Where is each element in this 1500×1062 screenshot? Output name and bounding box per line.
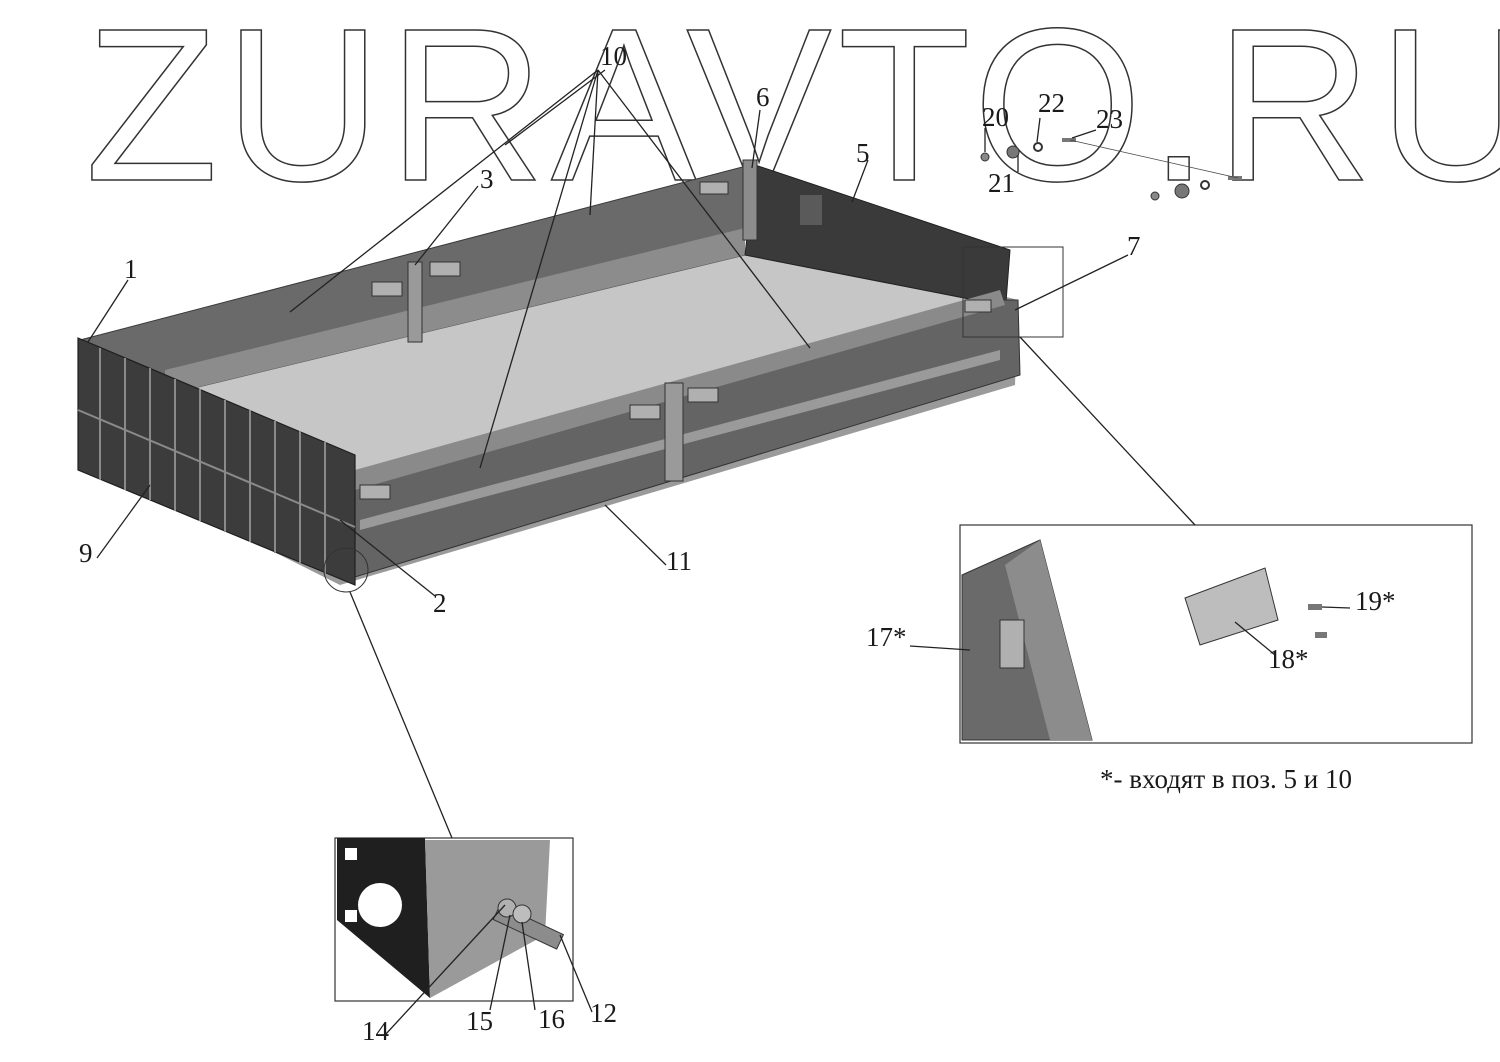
inset-board-face [1005, 540, 1092, 740]
callout-2: 2 [433, 588, 447, 618]
inset-lock [999, 619, 1025, 669]
callout-16: 16 [538, 1004, 565, 1034]
side-board-far-inner [165, 228, 745, 395]
callout-11: 11 [666, 546, 692, 576]
inset-bracket-hole [358, 883, 402, 927]
callout-1: 1 [124, 254, 138, 284]
nut-20 [980, 152, 990, 162]
inset-screw-1 [1308, 604, 1322, 610]
callout-18: 18* [1268, 644, 1309, 674]
callout-7: 7 [1127, 231, 1141, 261]
detail-locator-box [962, 246, 1064, 338]
leader-lines [87, 69, 1351, 1036]
fastener-parts [980, 138, 1242, 201]
callout-21: 21 [988, 168, 1015, 198]
inset-hinge-plate [1184, 567, 1279, 646]
detail-locator-circle [323, 547, 369, 593]
callout-5: 5 [856, 138, 870, 168]
board-locks [359, 181, 992, 500]
tailgate-crossbar [77, 409, 356, 528]
callout-14: 14 [362, 1016, 390, 1046]
front-board-perforation [800, 195, 822, 225]
side-stake-near [664, 382, 684, 482]
callout-19: 19* [1355, 586, 1396, 616]
side-stake-far [407, 261, 423, 343]
footnote-text: *- входят в поз. 5 и 10 [1100, 764, 1352, 794]
tailgate [77, 337, 356, 586]
inset-screw-2 [1315, 632, 1327, 638]
detail-inset-hinge [959, 524, 1473, 744]
callout-17: 17* [866, 622, 907, 652]
front-corner-post [742, 159, 758, 241]
callout-15: 15 [466, 1006, 493, 1036]
callout-23: 23 [1096, 104, 1123, 134]
truck-body-assembly [77, 159, 1021, 586]
callout-9: 9 [79, 538, 93, 568]
bushing-21b [1174, 183, 1190, 199]
inset-bracket-slot-2 [345, 910, 357, 922]
callout-labels: 10 6 5 3 1 7 9 11 2 20 21 22 23 17* 18* … [79, 41, 1396, 1046]
tailgate-ribs [99, 348, 326, 574]
callout-22: 22 [1038, 88, 1065, 118]
callout-20: 20 [982, 102, 1009, 132]
detail-inset-bracket [334, 837, 574, 1002]
inset-nut-16 [512, 904, 532, 924]
callout-12: 12 [590, 998, 617, 1028]
callout-10: 10 [600, 41, 627, 71]
washer-22 [1033, 142, 1043, 152]
inset-bracket-slot-1 [345, 848, 357, 860]
bushing-21 [1006, 145, 1020, 159]
callout-3: 3 [480, 164, 494, 194]
washer-22b [1200, 180, 1210, 190]
callout-6: 6 [756, 82, 770, 112]
bolt-23b [1228, 176, 1242, 180]
bolt-23 [1062, 138, 1076, 142]
nut-20b [1150, 191, 1160, 201]
